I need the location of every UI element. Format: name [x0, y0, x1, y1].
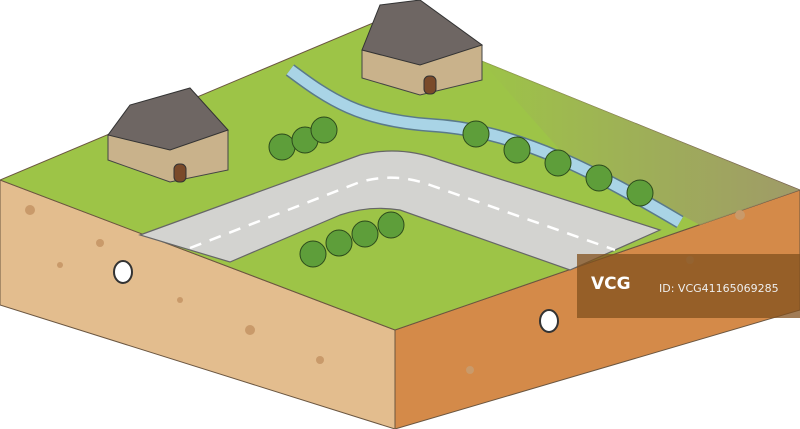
pipes [113, 260, 559, 333]
house-left [107, 87, 229, 183]
road-markings [189, 176, 616, 252]
watermark: VCG ID: VCG41165069285 [577, 254, 800, 318]
watermark-logo: VCG [591, 274, 631, 294]
watermark-id: ID: VCG41165069285 [659, 282, 779, 295]
road [138, 150, 662, 271]
trees [268, 116, 654, 268]
grass-fade [480, 60, 800, 225]
house-right [361, 0, 484, 96]
